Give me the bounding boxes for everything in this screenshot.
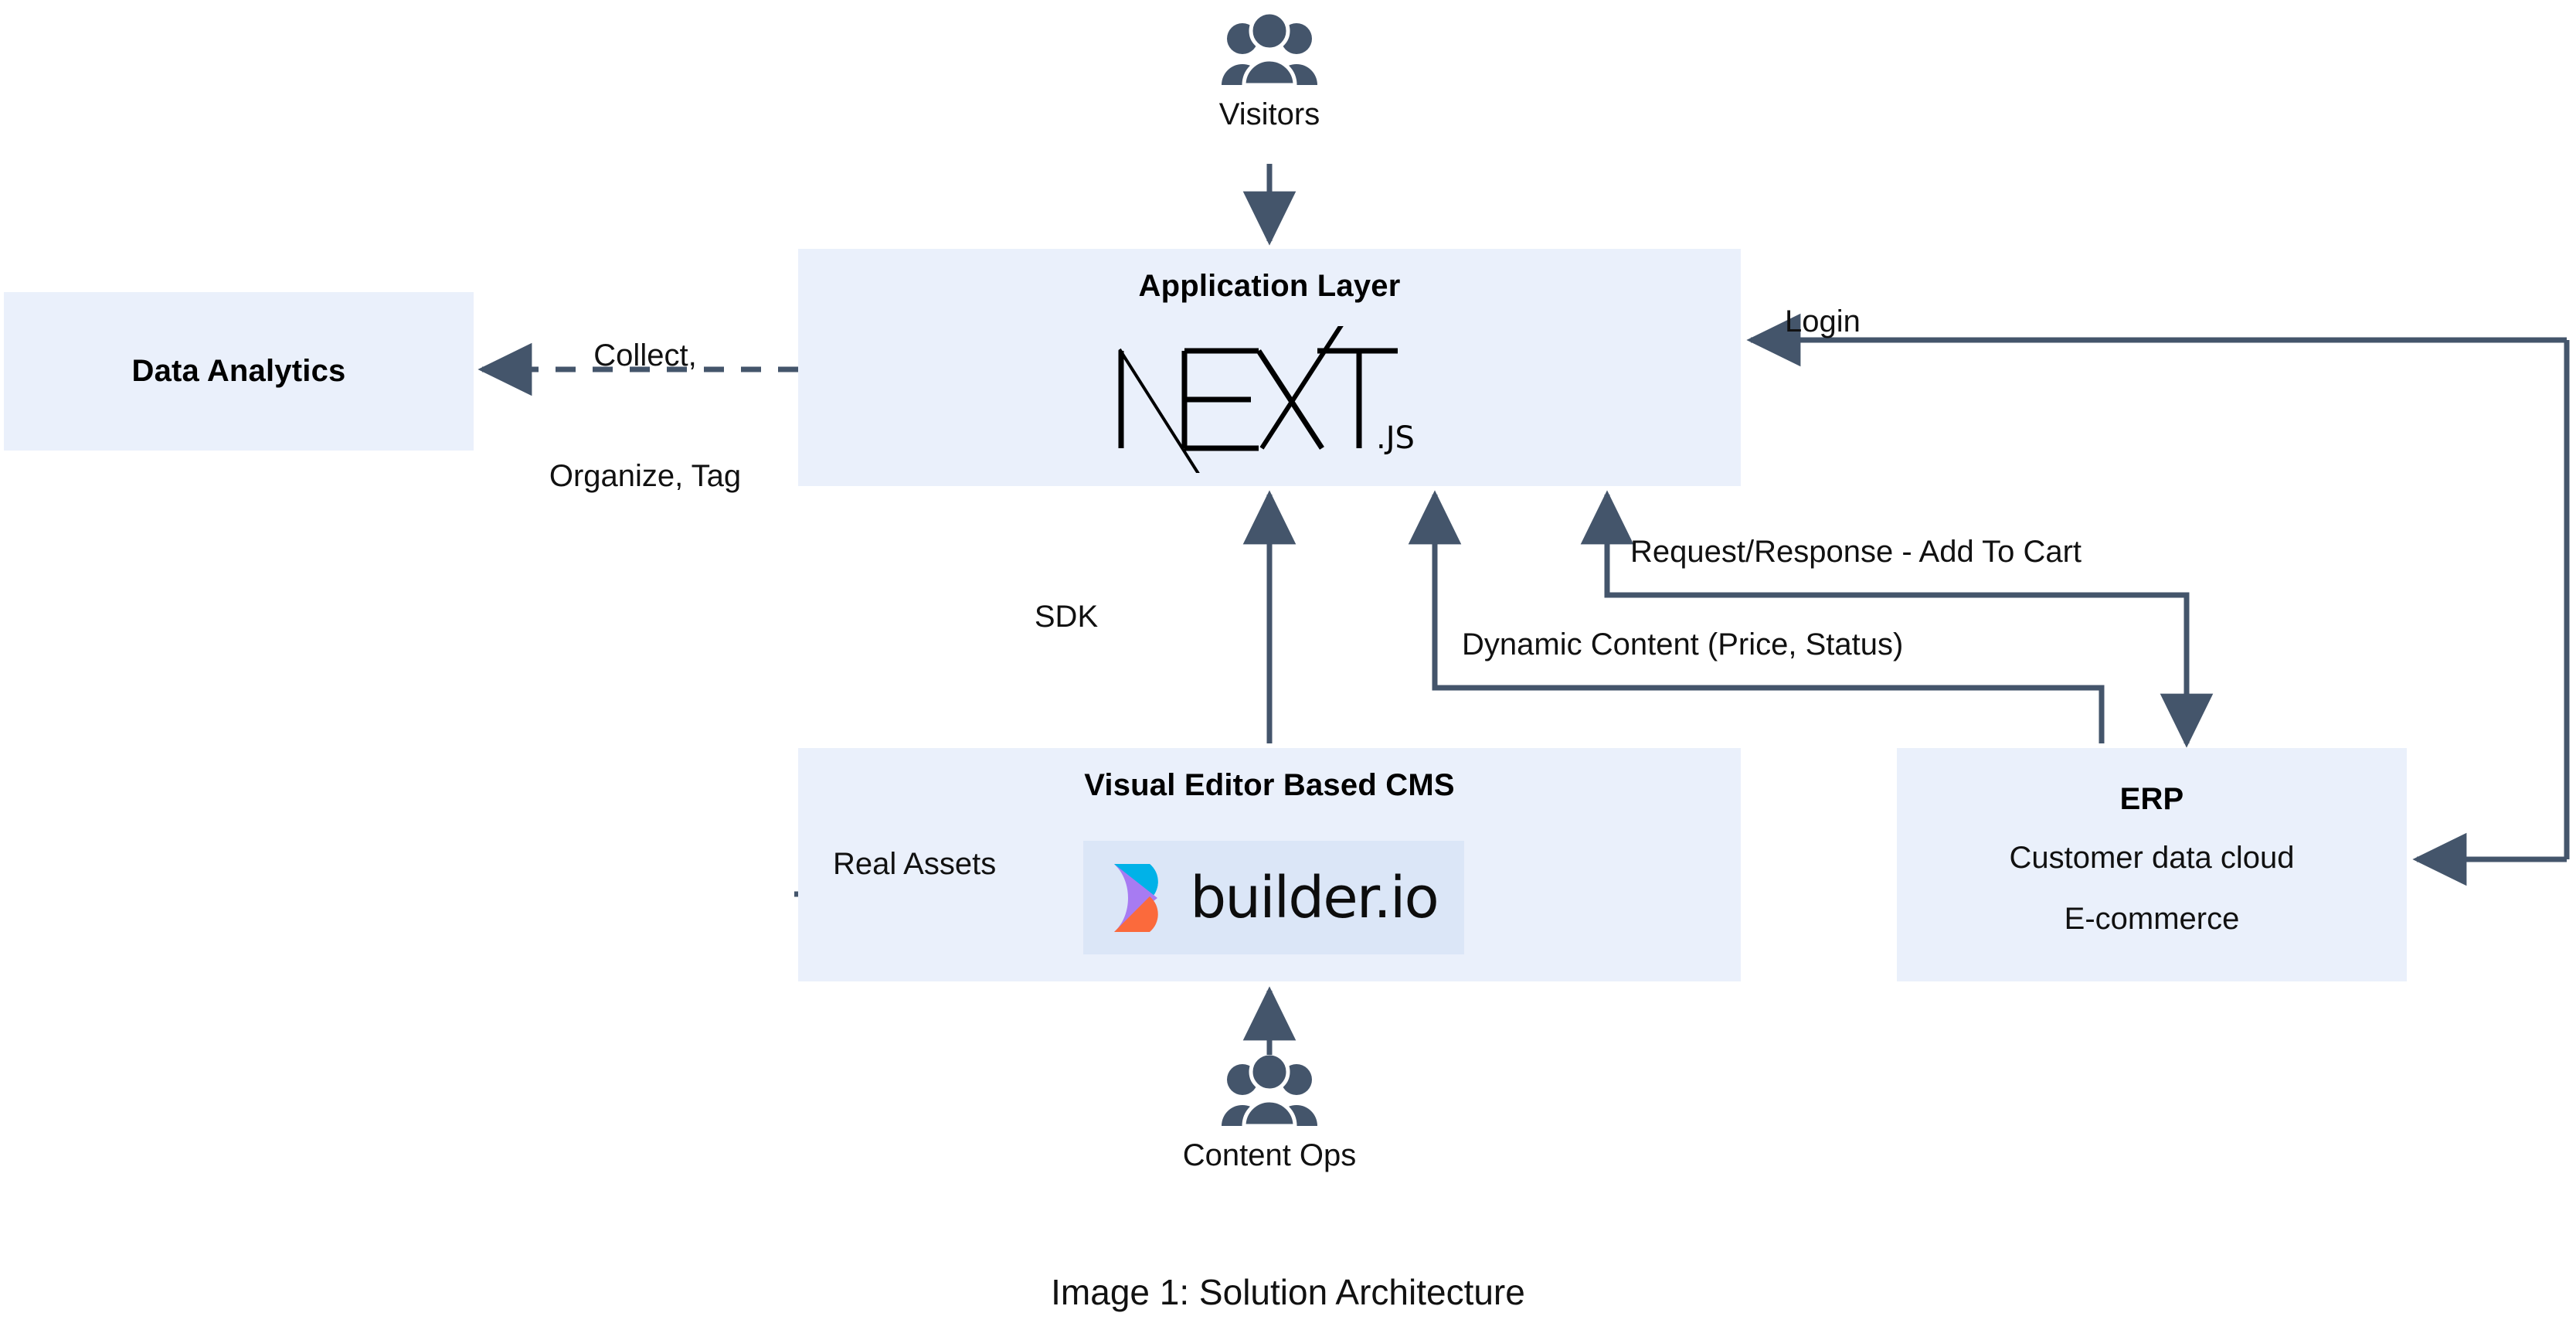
edge-label-collect-organize-tag: Collect, Organize, Tag: [494, 255, 796, 576]
edge-label-real-assets: Real Assets: [833, 847, 997, 881]
edge-label-sdk: SDK: [1034, 600, 1099, 634]
cms-title: Visual Editor Based CMS: [1084, 768, 1455, 802]
node-erp[interactable]: ERP Customer data cloud E-commerce: [1897, 748, 2407, 981]
edge-label-dynamic-content: Dynamic Content (Price, Status): [1462, 627, 1904, 661]
node-application-layer[interactable]: Application Layer .JS: [798, 249, 1741, 486]
data-analytics-title: Data Analytics: [131, 354, 346, 388]
collect-label-line-1: Collect,: [593, 338, 697, 372]
erp-title: ERP: [2119, 782, 2184, 816]
builder-io-mark-icon: [1114, 863, 1158, 932]
application-layer-title: Application Layer: [1138, 269, 1401, 303]
node-data-analytics[interactable]: Data Analytics: [4, 292, 474, 451]
svg-text:.JS: .JS: [1376, 420, 1415, 456]
erp-subtitle-line-2: E-commerce: [2064, 902, 2240, 937]
edge-label-request-response: Request/Response - Add To Cart: [1630, 535, 2082, 569]
figure-caption: Image 1: Solution Architecture: [1051, 1272, 1525, 1312]
builder-io-logo[interactable]: builder.io: [1083, 841, 1464, 954]
actor-content-ops[interactable]: Content Ops: [1130, 1055, 1409, 1172]
actor-visitors[interactable]: Visitors: [1130, 14, 1409, 131]
users-group-icon: [1222, 1055, 1317, 1128]
visitors-label: Visitors: [1218, 97, 1320, 131]
users-group-icon: [1222, 14, 1317, 87]
erp-subtitle-line-1: Customer data cloud: [2009, 841, 2295, 875]
node-visual-editor-cms[interactable]: Visual Editor Based CMS builder.io: [798, 748, 1741, 981]
edge-label-login: Login: [1785, 304, 1861, 338]
nextjs-logo: .JS: [1118, 326, 1415, 473]
collect-label-line-2: Organize, Tag: [549, 459, 742, 493]
content-ops-label: Content Ops: [1182, 1138, 1357, 1172]
builder-io-wordmark: builder.io: [1190, 864, 1439, 931]
